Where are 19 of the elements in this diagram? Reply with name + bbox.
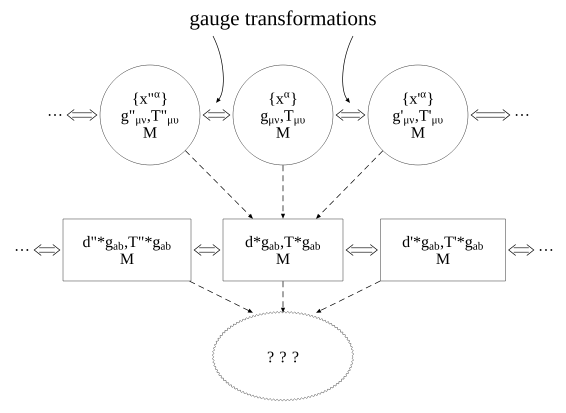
ellipsis-text: …: [516, 114, 528, 116]
cloud-shape: ? ? ?: [212, 311, 354, 402]
state-box: d"*g$_{ab}$,T"*g$_{ab}$ M: [62, 218, 192, 282]
arrow: [212, 36, 224, 103]
ellipsis-text: …: [540, 249, 552, 251]
ellipsis-text: …: [16, 249, 28, 251]
arrow: [508, 244, 534, 256]
arrow: [202, 109, 230, 121]
arrow: [66, 109, 98, 121]
arrow: [336, 109, 366, 121]
heading-text: gauge transformations: [190, 10, 376, 30]
arrow: [34, 244, 60, 256]
ellipsis-text: …: [48, 114, 62, 116]
arrow: [194, 244, 220, 256]
state-box: d'*g$_{ab}$,T'*g$_{ab}$ M: [380, 218, 506, 282]
arrow: [346, 244, 378, 256]
arrow: [470, 109, 510, 121]
state-box: d*g$_{ab}$,T*g$_{ab}$ M: [222, 218, 344, 282]
arrow: [342, 36, 354, 103]
